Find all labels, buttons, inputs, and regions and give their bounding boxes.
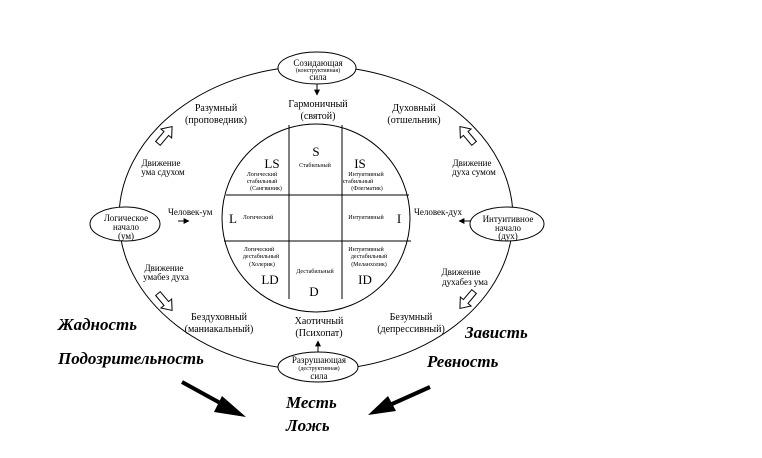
rational-sub: (проповедник) — [185, 115, 247, 126]
ld-text-3: (Холерик) — [249, 261, 275, 268]
circle-logical: Логический — [243, 214, 274, 221]
id-text-1: Интуитивный — [348, 246, 384, 253]
spiritual-label: Духовный — [392, 103, 436, 114]
circle-destable: Дестабильный — [296, 268, 334, 275]
top-node-sub: (конструктивная) — [296, 67, 340, 74]
vice-envy: Зависть — [464, 323, 528, 342]
id-text-2: дестабильный — [351, 253, 388, 260]
move-mind-nospirit-sub: умабез духа — [143, 272, 189, 282]
move-spirit-nomind-sub: духабез ума — [442, 277, 488, 287]
rational-label: Разумный — [195, 103, 238, 114]
circle-S: S — [312, 144, 319, 159]
circle-D: D — [309, 284, 318, 299]
bottom-node-line1: Разрушающая — [292, 355, 346, 365]
mindless-label: Безумный — [390, 312, 433, 323]
harmonious-label: Гармоничный — [288, 99, 348, 110]
vice-lie: Ложь — [285, 416, 330, 435]
circle-LS: LS — [264, 156, 279, 171]
harmonious-sub: (святой) — [301, 111, 336, 122]
spiritless-label: Бездуховный — [191, 312, 248, 323]
right-node — [469, 206, 545, 242]
move-mind-label: Движение — [142, 158, 181, 168]
vice-suspicion: Подозрительность — [57, 349, 204, 368]
ls-text-2: стабильный — [247, 178, 278, 185]
left-node — [89, 206, 161, 242]
bottom-node-sub: (деструктивная) — [298, 365, 339, 372]
ld-text-2: дестабильный — [243, 253, 280, 260]
is-text-2: стабильный — [343, 178, 374, 185]
left-node-line3: (ум) — [118, 231, 134, 241]
mindless-sub: (депрессивный) — [377, 324, 445, 335]
hollow-arrow-lower-left — [154, 290, 173, 312]
is-text-3: (Флегматик) — [351, 185, 383, 192]
chaotic-label: Хаотичный — [295, 316, 344, 327]
hollow-arrow-upper-left — [154, 125, 173, 147]
spiritual-sub: (отшельник) — [387, 115, 440, 126]
vice-revenge: Месть — [285, 393, 337, 412]
circle-I: I — [397, 211, 401, 226]
move-spirit-sub: духа сумом — [452, 167, 496, 177]
ld-text-1: Логический — [244, 246, 275, 253]
right-node-line1: Интуитивное — [483, 214, 534, 224]
human-mind-label: Человек-ум — [168, 207, 213, 217]
hollow-arrow-lower-right — [459, 288, 478, 310]
circle-intuitive: Интуитивный — [348, 214, 384, 221]
left-node-line1: Логическое — [104, 213, 148, 223]
circle-L: L — [229, 211, 237, 226]
circle-ID: ID — [358, 272, 372, 287]
move-spirit-nomind-label: Движение — [442, 267, 481, 277]
move-mind-nospirit-label: Движение — [145, 263, 184, 273]
big-arrow-right — [368, 385, 431, 415]
big-arrow-left — [181, 380, 246, 417]
inner-circle — [221, 123, 411, 313]
move-mind-sub: ума сдухом — [141, 167, 185, 177]
circle-LD: LD — [261, 272, 278, 287]
right-node-line3: (дух) — [498, 231, 518, 241]
chaotic-sub: (Психопат) — [295, 328, 342, 339]
vice-greed: Жадность — [57, 315, 137, 334]
left-node-line2: начало — [113, 222, 140, 232]
move-spirit-label: Движение — [453, 158, 492, 168]
top-node-line1: Созидающая — [293, 58, 342, 68]
is-text-1: Интуитивный — [348, 171, 384, 178]
human-spirit-label: Человек-дух — [414, 207, 462, 217]
ls-text-1: Логический — [247, 171, 278, 178]
spiritless-sub: (маниакальный) — [185, 324, 254, 335]
hollow-arrow-upper-right — [459, 125, 478, 147]
circle-IS: IS — [354, 156, 366, 171]
id-text-3: (Меланхолик) — [351, 261, 387, 268]
ls-text-3: (Сангвиник) — [250, 185, 282, 192]
vice-jealousy: Ревность — [426, 352, 499, 371]
circle-stable: Стабильный — [299, 162, 332, 169]
bottom-node-line2: сила — [310, 371, 327, 381]
right-node-line2: начало — [495, 223, 522, 233]
top-node-line2: сила — [309, 72, 326, 82]
